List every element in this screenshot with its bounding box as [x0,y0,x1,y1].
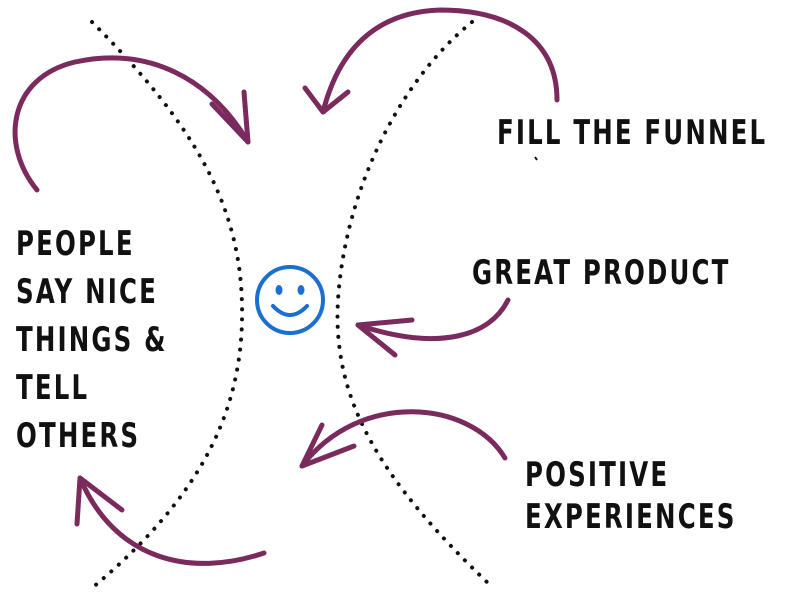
funnel-right-boundary [335,20,492,587]
arrow-bottom-left [74,475,267,566]
people-label-line2: SAY NICE [16,272,159,312]
people-label-line1: PEOPLE [16,224,135,264]
positive-experiences-label-line1: POSITIVE [525,455,670,495]
arrow-great-product [355,297,511,358]
positive-experiences-label-line2: EXPERIENCES [525,497,737,537]
people-label-line4: TELL [16,368,90,408]
people-label-line5: OTHERS [16,416,141,456]
great-product-label: GREAT PRODUCT [472,253,731,293]
fill-the-funnel-label: FILL THE FUNNEL [497,113,768,153]
stray-mark [534,156,538,161]
funnel-left-boundary [90,20,245,590]
arrow-top-left [12,55,251,193]
arrow-positive-experiences [299,409,508,469]
people-say-nice-things-label: PEOPLE SAY NICE THINGS & TELL OTHERS [16,220,168,460]
arrow-fill-the-funnel [302,7,560,115]
people-label-line3: THINGS & [16,320,168,360]
smiley-face-icon [255,265,325,335]
